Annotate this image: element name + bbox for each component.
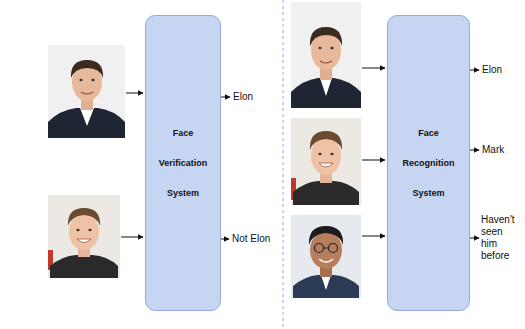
output-label: Haven't seen him before (481, 214, 521, 262)
face-photo (48, 45, 125, 138)
face-photo (48, 195, 120, 278)
box-label: Face Verification System (151, 118, 215, 208)
face-photo (291, 118, 361, 205)
output-label: Elon (482, 64, 502, 76)
output-label: Not Elon (232, 233, 270, 245)
face-photo (291, 215, 361, 298)
divider-line (283, 0, 284, 329)
output-label: Elon (233, 91, 253, 103)
system-box: Face Verification System (145, 15, 221, 311)
box-label: Face Recognition System (397, 118, 461, 208)
system-box: Face Recognition System (387, 15, 470, 311)
output-label: Mark (482, 144, 504, 156)
face-photo (291, 2, 361, 108)
